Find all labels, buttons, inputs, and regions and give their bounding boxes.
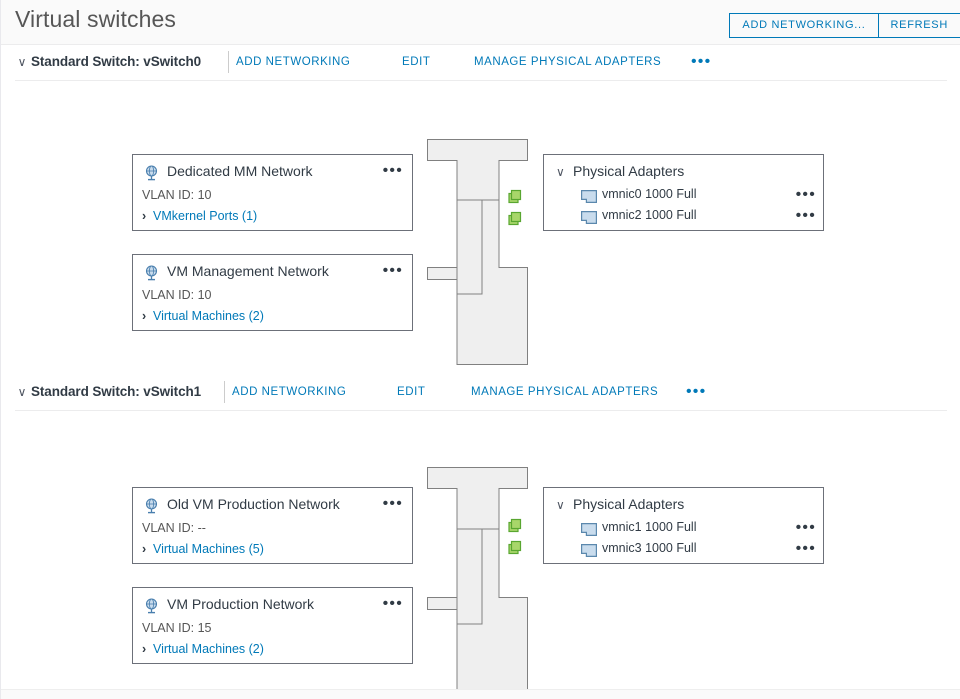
switch-name-vswitch0: Standard Switch: vSwitch0	[31, 54, 202, 69]
port-group-more-icon[interactable]: •••	[382, 262, 403, 279]
expand-caret-icon: ›	[142, 309, 147, 323]
physical-adapter-row[interactable]: vmnic1 1000 Full •••	[581, 520, 825, 540]
more-actions-icon-vswitch0[interactable]: •••	[691, 53, 712, 70]
add-networking-button[interactable]: ADD NETWORKING...	[729, 13, 879, 38]
add-networking-link-vswitch1[interactable]: ADD NETWORKING	[232, 386, 347, 398]
edit-link-vswitch0[interactable]: EDIT	[402, 56, 431, 68]
page-header: Virtual switches ADD NETWORKING... REFRE…	[1, 0, 960, 45]
port-group-more-icon[interactable]: •••	[382, 495, 403, 512]
more-actions-icon-vswitch1[interactable]: •••	[686, 383, 707, 400]
physical-adapters-heading[interactable]: ∨ Physical Adapters	[556, 496, 684, 512]
physical-adapter-label: vmnic0 1000 Full	[602, 187, 697, 201]
add-networking-link-vswitch0[interactable]: ADD NETWORKING	[236, 56, 351, 68]
port-group-card[interactable]: Old VM Production Network ••• VLAN ID: -…	[132, 487, 413, 564]
port-group-expand-link[interactable]: › Virtual Machines (2)	[142, 309, 264, 323]
manage-physical-adapters-link-vswitch0[interactable]: MANAGE PHYSICAL ADAPTERS	[474, 56, 662, 68]
physical-adapter-row[interactable]: vmnic2 1000 Full •••	[581, 208, 825, 228]
expand-caret-icon: ›	[142, 542, 147, 556]
switch-diagram-vswitch1: Old VM Production Network ••• VLAN ID: -…	[1, 411, 960, 699]
switch-section-vswitch0: ∨ Standard Switch: vSwitch0 ADD NETWORKI…	[1, 45, 960, 371]
port-group-title: VM Management Network	[167, 263, 329, 279]
collapse-caret-icon-vswitch0[interactable]: ∨	[17, 55, 27, 69]
page-title: Virtual switches	[15, 6, 176, 32]
physical-adapters-heading-label: Physical Adapters	[573, 496, 685, 512]
port-group-expand-label: Virtual Machines (2)	[153, 642, 264, 656]
collapse-caret-icon-vswitch1[interactable]: ∨	[17, 385, 27, 399]
port-group-card[interactable]: Dedicated MM Network ••• VLAN ID: 10 › VM…	[132, 154, 413, 231]
physical-adapter-row[interactable]: vmnic0 1000 Full •••	[581, 187, 825, 207]
physical-adapter-more-icon[interactable]: •••	[795, 540, 816, 557]
collapse-caret-icon: ∨	[556, 165, 565, 179]
physical-adapter-label: vmnic2 1000 Full	[602, 208, 697, 222]
physical-adapter-more-icon[interactable]: •••	[795, 519, 816, 536]
expand-caret-icon: ›	[142, 642, 147, 656]
switch-diagram-vswitch0: Dedicated MM Network ••• VLAN ID: 10 ›VM…	[1, 81, 960, 371]
port-group-card[interactable]: VM Production Network ••• VLAN ID: 15 › V…	[132, 587, 413, 664]
nic-card-icon	[581, 523, 597, 536]
switch-connection-graphic	[427, 467, 528, 697]
nic-card-icon	[581, 211, 597, 224]
network-globe-icon	[143, 165, 160, 182]
switch-toolbar-vswitch0: ∨ Standard Switch: vSwitch0 ADD NETWORKI…	[15, 45, 947, 81]
port-group-more-icon[interactable]: •••	[382, 595, 403, 612]
manage-physical-adapters-link-vswitch1[interactable]: MANAGE PHYSICAL ADAPTERS	[471, 386, 659, 398]
refresh-button[interactable]: REFRESH	[878, 13, 960, 38]
port-group-title: Dedicated MM Network	[167, 163, 313, 179]
physical-adapter-label: vmnic1 1000 Full	[602, 520, 697, 534]
port-group-expand-link[interactable]: › Virtual Machines (2)	[142, 642, 264, 656]
port-group-expand-label: VMkernel Ports (1)	[153, 209, 258, 223]
collapse-caret-icon: ∨	[556, 498, 565, 512]
port-group-expand-link[interactable]: › VMkernel Ports (1)	[142, 209, 257, 223]
port-group-title: VM Production Network	[167, 596, 315, 612]
port-group-vlan: VLAN ID: 10	[142, 288, 212, 302]
port-group-vlan: VLAN ID: --	[142, 521, 206, 535]
port-group-more-icon[interactable]: •••	[382, 162, 403, 179]
physical-adapter-more-icon[interactable]: •••	[795, 207, 816, 224]
edit-link-vswitch1[interactable]: EDIT	[397, 386, 426, 398]
physical-adapters-heading[interactable]: ∨ Physical Adapters	[556, 163, 684, 179]
physical-adapter-label: vmnic3 1000 Full	[602, 541, 697, 555]
port-group-expand-link[interactable]: › Virtual Machines (5)	[142, 542, 264, 556]
switch-connection-graphic	[427, 139, 528, 365]
physical-adapter-more-icon[interactable]: •••	[795, 186, 816, 203]
toolbar-divider	[224, 381, 225, 403]
port-group-expand-label: Virtual Machines (2)	[153, 309, 264, 323]
port-group-card[interactable]: VM Management Network ••• VLAN ID: 10 › V…	[132, 254, 413, 331]
physical-adapters-heading-label: Physical Adapters	[573, 163, 685, 179]
physical-adapters-card: ∨ Physical Adapters vmnic0 1000 Full •••	[543, 154, 824, 231]
bottom-strip	[1, 689, 960, 699]
nic-card-icon	[581, 190, 597, 203]
physical-adapters-card: ∨ Physical Adapters vmnic1 1000 Full •••	[543, 487, 824, 564]
header-actions: ADD NETWORKING... REFRESH	[729, 13, 960, 38]
nic-card-icon	[581, 544, 597, 557]
switch-section-vswitch1: ∨ Standard Switch: vSwitch1 ADD NETWORKI…	[1, 375, 960, 699]
port-group-vlan: VLAN ID: 15	[142, 621, 212, 635]
switch-toolbar-vswitch1: ∨ Standard Switch: vSwitch1 ADD NETWORKI…	[15, 375, 947, 411]
port-group-title: Old VM Production Network	[167, 496, 340, 512]
network-globe-icon	[143, 598, 160, 615]
physical-adapter-row[interactable]: vmnic3 1000 Full •••	[581, 541, 825, 561]
network-globe-icon	[143, 498, 160, 515]
expand-caret-icon: ›	[142, 209, 147, 223]
port-group-vlan: VLAN ID: 10	[142, 188, 212, 202]
network-globe-icon	[143, 265, 160, 282]
toolbar-divider	[228, 51, 229, 73]
switch-name-vswitch1: Standard Switch: vSwitch1	[31, 384, 202, 399]
port-group-expand-label: Virtual Machines (5)	[153, 542, 264, 556]
